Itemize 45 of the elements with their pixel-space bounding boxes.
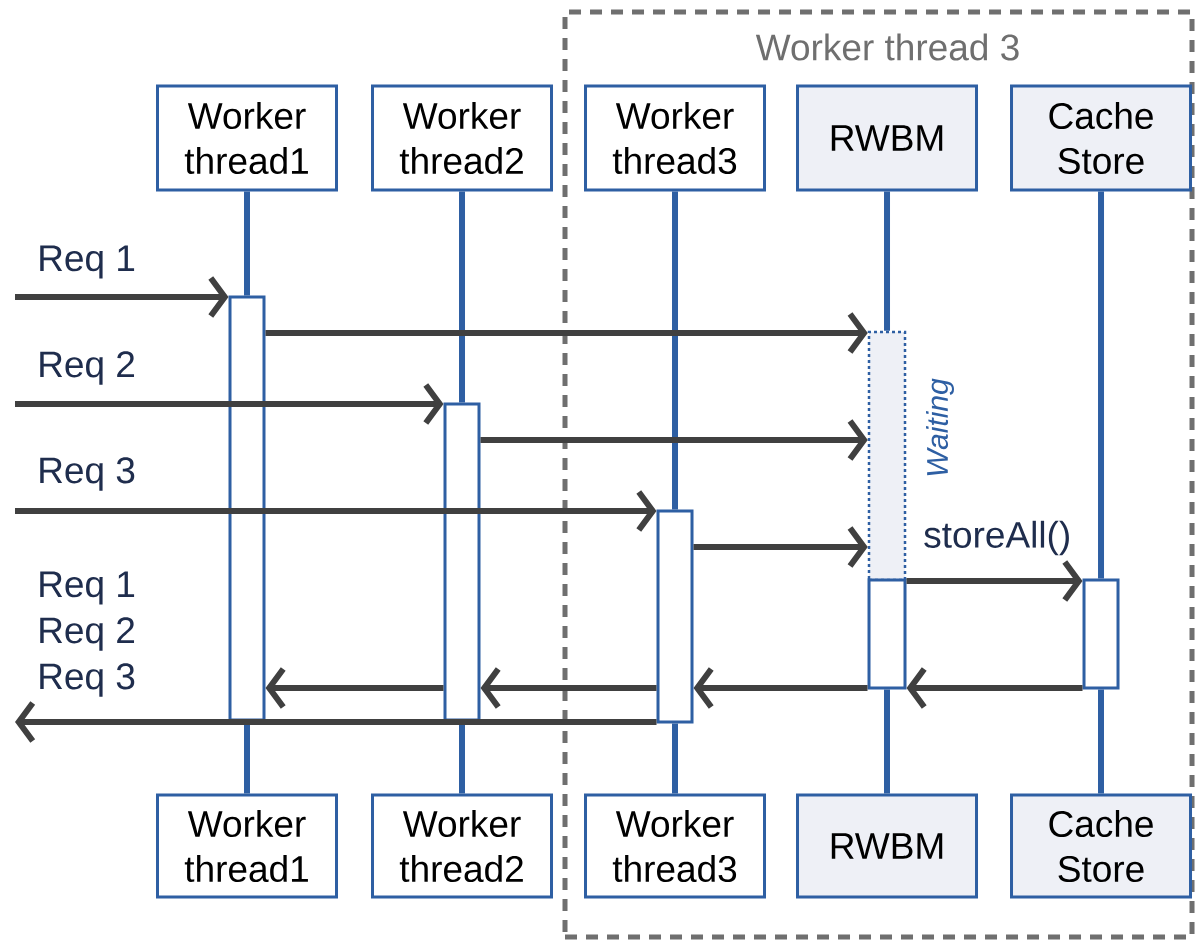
lifeline <box>672 191 678 510</box>
message-arrow <box>15 490 657 532</box>
lifeline <box>244 191 250 296</box>
lifeline <box>884 689 890 794</box>
lifeline-box: Cache Store <box>1010 84 1192 192</box>
message-arrow <box>693 667 868 709</box>
lifeline <box>884 191 890 331</box>
message-arrow <box>15 701 657 743</box>
lifeline <box>672 723 678 794</box>
edge-label: storeAll() <box>922 519 1073 557</box>
reply-label: Req 1 <box>40 571 135 605</box>
message-arrow <box>15 276 229 318</box>
message-arrow <box>480 419 868 461</box>
message-arrow <box>265 312 868 354</box>
lifeline-box: Worker thread2 <box>371 793 553 899</box>
reply-label: Req 2 <box>40 617 134 651</box>
message-arrow <box>480 667 657 709</box>
edge-label: Req 2 <box>36 350 137 386</box>
lifeline-box: Worker thread2 <box>371 84 553 192</box>
activation-bar <box>867 578 907 690</box>
message-arrow <box>906 667 1083 709</box>
message-arrow <box>15 383 444 425</box>
lifeline-box: RWBM <box>796 793 978 899</box>
activation-bar <box>228 295 266 722</box>
message-arrow <box>693 526 868 568</box>
message-arrow <box>906 560 1083 602</box>
edge-label: Req 3 <box>36 456 137 492</box>
message-arrow <box>265 667 444 709</box>
lifeline <box>1098 191 1104 579</box>
group-title: Worker thread 3 <box>755 33 1019 61</box>
lifeline-box: Worker thread3 <box>584 84 766 192</box>
activation-bar <box>443 402 481 722</box>
reply-label: Req 3 <box>40 663 135 697</box>
activation-bar <box>1082 578 1120 690</box>
lifeline <box>1098 689 1104 794</box>
lifeline-box: Worker thread3 <box>584 793 766 899</box>
waiting-bar <box>867 330 907 582</box>
waiting-label: Waiting <box>926 378 954 476</box>
lifeline <box>459 191 465 403</box>
edge-label: Req 1 <box>36 244 137 280</box>
lifeline-box: RWBM <box>796 84 978 192</box>
lifeline-box: Cache Store <box>1010 793 1192 899</box>
activation-bar <box>656 509 694 724</box>
lifeline-box: Worker thread1 <box>156 84 338 192</box>
lifeline-box: Worker thread1 <box>156 793 338 899</box>
